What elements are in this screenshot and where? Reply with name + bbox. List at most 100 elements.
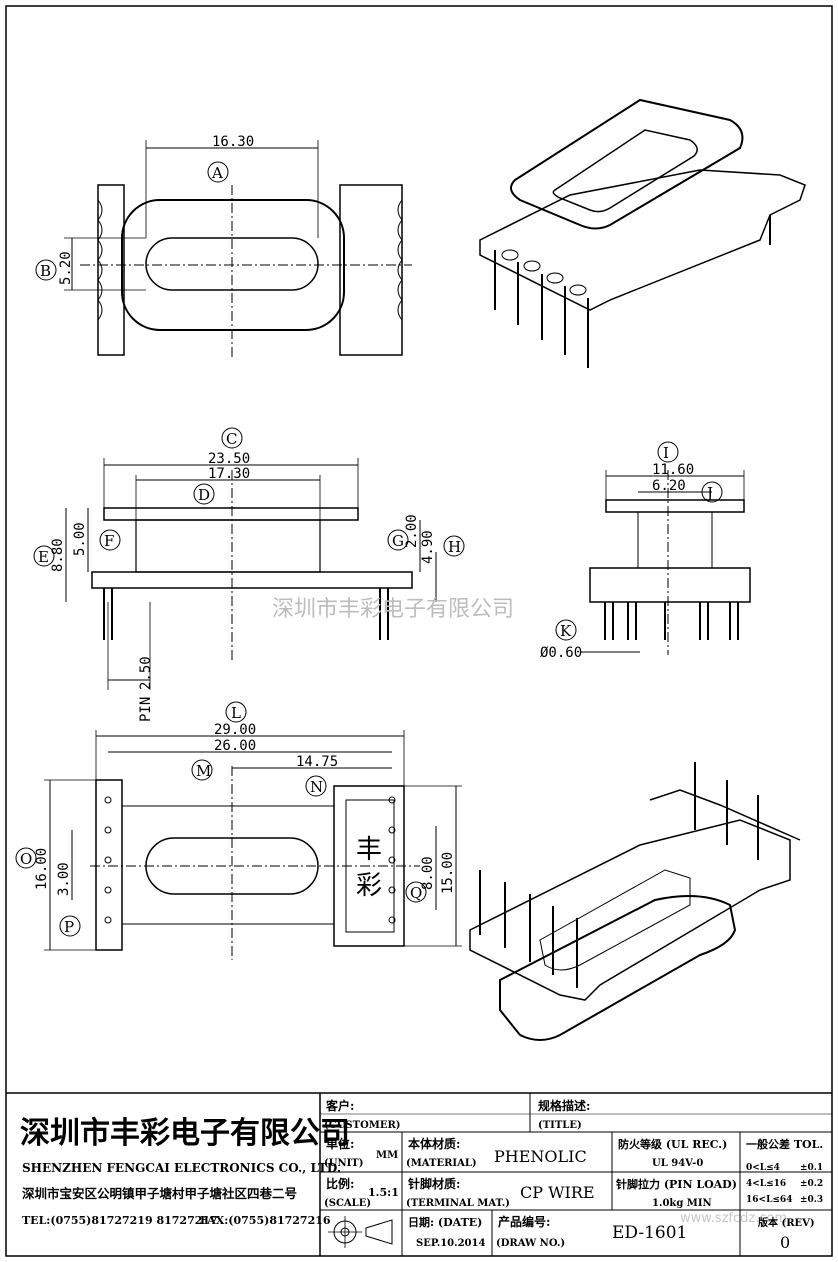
- balloon-E: E: [33, 545, 55, 567]
- dim-E-value: 8.80: [50, 538, 66, 572]
- dim-N-value: 14.75: [296, 754, 338, 770]
- svg-text:K: K: [560, 622, 572, 640]
- dim-F-value: 5.00: [72, 522, 88, 556]
- svg-text:A: A: [211, 164, 223, 182]
- company-name-en: SHENZHEN FENGCAI ELECTRONICS CO., LTD.: [22, 1161, 341, 1175]
- tol-value-3: ±0.3: [800, 1195, 823, 1205]
- svg-text:P: P: [64, 918, 74, 936]
- svg-text:I: I: [663, 444, 669, 462]
- title-block: [6, 1092, 832, 1256]
- dim-L-value: 29.00: [214, 722, 256, 738]
- balloon-P: P: [59, 915, 81, 937]
- bottom-view: 丰 彩 29.00 26.00 14.75 16.00 3.00 8.00 15…: [34, 722, 462, 960]
- balloon-D: D: [193, 483, 215, 505]
- dim-K-value: Ø0.60: [540, 645, 582, 661]
- tol-range-2: 4<L≤16: [746, 1179, 786, 1189]
- tol-value-1: ±0.1: [800, 1163, 823, 1173]
- pin-pitch-label: PIN: [138, 697, 154, 722]
- unit-label-en: (UNIT): [324, 1158, 363, 1169]
- svg-text:E: E: [38, 548, 49, 566]
- company-address: 深圳市宝安区公明镇甲子塘村甲子塘社区四巷二号: [22, 1186, 297, 1201]
- date-label: 日期: (DATE): [408, 1215, 482, 1229]
- tol-range-1: 0<L≤4: [746, 1163, 780, 1173]
- iso-view-top: [479, 98, 806, 368]
- terminal-label-cn: 针脚材质:: [408, 1176, 460, 1191]
- dim-H-value: 4.90: [420, 530, 436, 564]
- unit-label-cn: 单位:: [326, 1136, 354, 1151]
- svg-text:G: G: [392, 532, 404, 550]
- svg-text:M: M: [196, 762, 211, 780]
- tol-label: 一般公差 TOL.: [746, 1137, 823, 1151]
- balloon-G: G: [387, 529, 409, 551]
- marking-char-2: 彩: [356, 871, 382, 901]
- balloon-J: J: [701, 481, 723, 503]
- material-label-cn: 本体材质:: [408, 1136, 460, 1151]
- svg-text:C: C: [226, 430, 237, 448]
- dim-O-value: 16.00: [34, 848, 50, 890]
- balloon-M: M: [191, 759, 213, 781]
- dim-M-value: 26.00: [214, 738, 256, 754]
- tol-range-3: 16<L≤64: [746, 1195, 792, 1205]
- dim-Q2-value: 15.00: [440, 852, 456, 894]
- balloon-L: L: [225, 701, 247, 723]
- dim-J-value: 6.20: [652, 478, 686, 494]
- terminal-label-en: (TERMINAL MAT.): [406, 1198, 510, 1209]
- dim-P-value: 3.00: [56, 862, 72, 896]
- spec-label-en: (TITLE): [538, 1120, 582, 1131]
- drawno-value: ED-1601: [612, 1223, 687, 1243]
- balloon-B: B: [35, 259, 57, 281]
- ul-value: UL 94V-0: [652, 1158, 703, 1169]
- front-view: 23.50 17.30 8.80 5.00 2.00 4.90 PIN 2.50: [50, 451, 437, 722]
- dim-B-value: 5.20: [58, 251, 74, 285]
- watermark: 深圳市丰彩电子有限公司: [272, 597, 514, 622]
- dim-I-value: 11.60: [652, 462, 694, 478]
- material-value: PHENOLIC: [494, 1147, 587, 1166]
- rev-value: 0: [780, 1233, 790, 1252]
- pin-pitch-value: 2.50: [138, 656, 154, 690]
- svg-text:H: H: [448, 538, 461, 556]
- balloon-K: K: [555, 619, 577, 641]
- unit-value: MM: [376, 1150, 398, 1161]
- balloon-C: C: [221, 427, 243, 449]
- svg-text:L: L: [231, 704, 241, 722]
- ul-label: 防火等级 (UL REC.): [618, 1137, 727, 1151]
- balloon-I: I: [657, 441, 679, 463]
- company-name-cn: 深圳市丰彩电子有限公司: [20, 1116, 350, 1151]
- dim-G-value: 2.00: [404, 514, 420, 548]
- balloon-H: H: [443, 535, 465, 557]
- drawno-label-en: (DRAW NO.): [496, 1238, 565, 1249]
- balloon-Q: Q: [405, 881, 427, 903]
- spec-label-cn: 规格描述:: [538, 1098, 590, 1113]
- customer-label-en: (CUSTOMER): [324, 1120, 401, 1131]
- svg-text:B: B: [40, 262, 51, 280]
- svg-text:Q: Q: [410, 884, 422, 902]
- svg-text:D: D: [198, 486, 210, 504]
- scale-value: 1.5:1: [368, 1186, 399, 1199]
- top-view: 16.30 5.20: [58, 134, 412, 360]
- scale-label-cn: 比例:: [326, 1176, 354, 1191]
- site-watermark: www.szfcdz.com: [680, 1211, 787, 1226]
- terminal-value: CP WIRE: [520, 1183, 595, 1202]
- svg-text:O: O: [20, 850, 32, 868]
- company-tel: TEL:(0755)81727219 81727217: [22, 1214, 218, 1227]
- drawno-label-cn: 产品编号:: [498, 1214, 550, 1229]
- iso-view-bottom: [469, 762, 801, 1041]
- sheet-border: [5, 5, 833, 1257]
- balloon-A: A: [207, 161, 229, 183]
- side-view: 11.60 6.20 Ø0.60: [540, 462, 751, 661]
- dim-Q1-value: 8.00: [420, 856, 436, 890]
- svg-text:J: J: [705, 484, 713, 502]
- rev-label: 版本 (REV): [758, 1216, 815, 1229]
- customer-label-cn: 客户:: [325, 1098, 354, 1113]
- dim-D-value: 17.30: [208, 466, 250, 482]
- pinload-value: 1.0kg MIN: [652, 1198, 712, 1209]
- balloon-F: F: [99, 529, 121, 551]
- date-value: SEP.10.2014: [416, 1238, 485, 1249]
- svg-text:N: N: [310, 778, 323, 796]
- svg-text:F: F: [104, 532, 114, 550]
- dim-A-value: 16.30: [212, 134, 254, 150]
- balloon-N: N: [305, 775, 327, 797]
- pinload-label: 针脚拉力 (PIN LOAD): [616, 1177, 737, 1191]
- marking-char-1: 丰: [356, 835, 382, 865]
